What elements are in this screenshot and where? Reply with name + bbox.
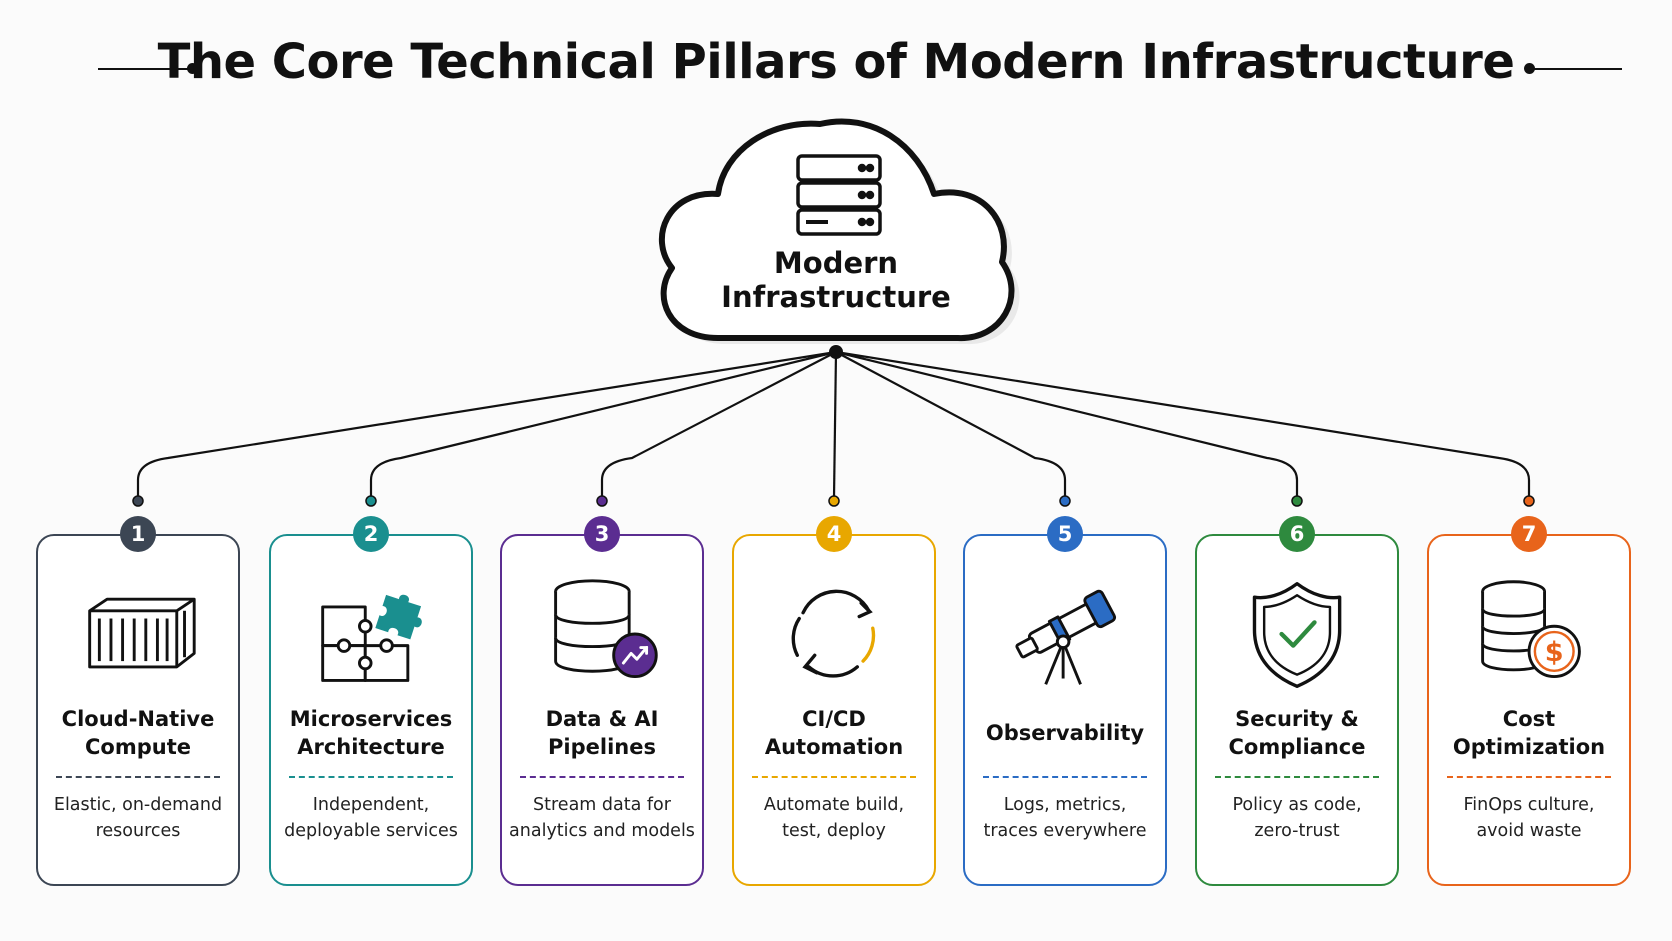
connector-dot [1523,495,1535,507]
pillar-description-line: FinOps culture, [1463,795,1595,815]
pillar-description-line: analytics and models [509,821,695,841]
title-rule-right [1532,68,1622,70]
pillar-title: Observability [969,702,1161,764]
pillar-title: CI/CD Automation [738,702,930,764]
pillar-number-badge: 6 [1279,516,1315,552]
pillar-description-line: Logs, metrics, [1003,795,1127,815]
pillar-number-badge: 3 [584,516,620,552]
pillar-title-line: Observability [985,721,1145,745]
pillar-divider [289,776,453,778]
connector-dot [132,495,144,507]
connector-dot [828,495,840,507]
pillar-title-line: Architecture [297,735,445,759]
pillar-description: Stream data for analytics and models [508,792,696,844]
server-rack-icon [796,154,882,236]
pillar-divider [1215,776,1379,778]
pillar-description-line: zero-trust [1254,821,1340,841]
pillar-divider [1447,776,1611,778]
pillar-title-line: Data & AI [545,707,659,731]
shield-check-icon [1239,576,1359,688]
pillar-description: Logs, metrics, traces everywhere [971,792,1159,844]
page-title: The Core Technical Pillars of Modern Inf… [157,34,1515,90]
cycle-arrows-icon [776,576,896,686]
pillar-description-line: Stream data for [533,795,671,815]
pillar-description: FinOps culture, avoid waste [1435,792,1623,844]
hub-label-line1: Modern [773,246,899,280]
telescope-icon [1007,576,1127,686]
puzzle-icon [313,576,433,686]
pillar-divider [752,776,916,778]
pillar-title-line: Pipelines [548,735,656,759]
pillar-number-badge: 7 [1511,516,1547,552]
pillar-description-line: traces everywhere [983,821,1147,841]
hub-label-line2: Infrastructure [721,280,951,314]
title-dot-right [1524,63,1535,74]
connector-dot [1059,495,1071,507]
pillar-title-line: Optimization [1452,735,1606,759]
shipping-container-icon [80,576,200,686]
pillar-number-badge: 2 [353,516,389,552]
connector-line [835,350,1299,498]
pillar-number-badge: 1 [120,516,156,552]
title-dot-left [187,63,198,74]
connector-line [832,351,838,499]
pillar-description-line: deployable services [284,821,458,841]
pillar-divider [983,776,1147,778]
pillar-title-line: Compliance [1228,735,1366,759]
title-rule-left [98,68,190,70]
pillar-description-line: Automate build, [763,795,905,815]
pillar-description-line: Independent, [312,795,430,815]
pillar-title-line: CI/CD [802,707,866,731]
hub-label: Modern Infrastructure [676,246,996,314]
pillar-divider [520,776,684,778]
pillar-title-line: Compute [85,735,191,759]
pillar-title: Security & Compliance [1201,702,1393,764]
database-trend-icon [544,576,664,686]
svg-text:$: $ [1545,637,1564,668]
connector-dot [365,495,377,507]
pillar-number-badge: 5 [1047,516,1083,552]
pillar-description: Independent, deployable services [277,792,465,844]
database-dollar-icon: $ [1471,576,1591,686]
connector-dot [1291,495,1303,507]
connector-line [835,350,1531,498]
pillar-description: Elastic, on-demand resources [44,792,232,844]
pillar-title-line: Security & [1235,707,1359,731]
pillar-title-line: Automation [764,735,904,759]
pillar-title-line: Cloud-Native [61,707,215,731]
pillar-description-line: avoid waste [1476,821,1582,841]
pillar-description-line: Elastic, on-demand [53,795,223,815]
connector-line [136,350,837,498]
pillar-title-line: Microservices [289,707,453,731]
pillar-description: Policy as code, zero-trust [1203,792,1391,844]
pillar-title-line: Cost [1502,707,1556,731]
pillar-description-line: test, deploy [782,821,886,841]
pillar-description: Automate build, test, deploy [740,792,928,844]
title-bar: The Core Technical Pillars of Modern Inf… [0,28,1672,104]
hub-node [829,345,843,359]
pillar-number-badge: 4 [816,516,852,552]
pillar-description-line: Policy as code, [1232,795,1362,815]
connector-dot [596,495,608,507]
connector-line [600,351,837,498]
connector-line [369,350,837,498]
connector-line [835,351,1067,498]
pillar-title: Data & AI Pipelines [506,702,698,764]
pillar-divider [56,776,220,778]
pillar-description-line: resources [95,821,181,841]
